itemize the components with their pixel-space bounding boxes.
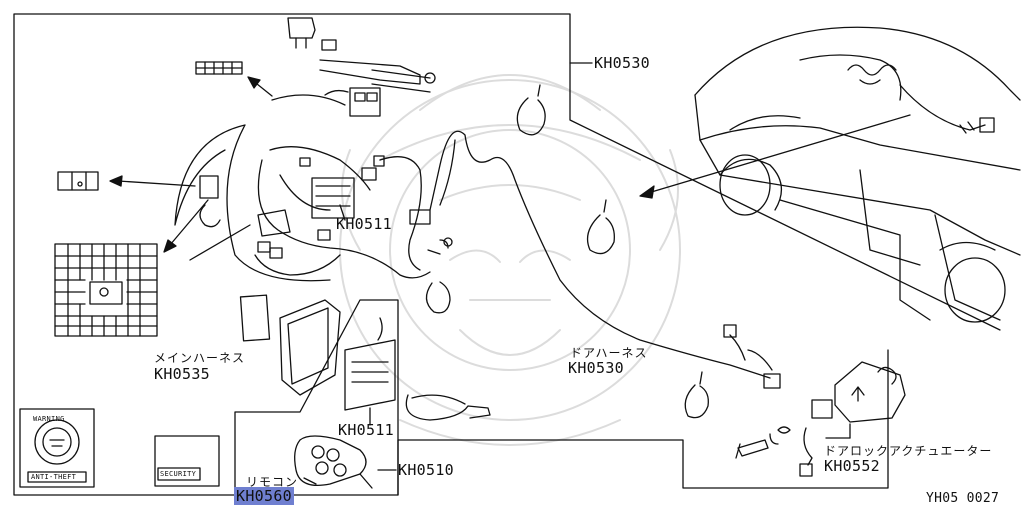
- relay-parts: [200, 176, 290, 236]
- control-unit-kh0511: [345, 318, 395, 410]
- door-harness-connectors: [724, 325, 780, 388]
- warning-sticker: [20, 409, 94, 487]
- label-kh0552[interactable]: KH0552: [824, 457, 880, 475]
- control-unit-kh0535: [240, 295, 340, 395]
- car-outline: [695, 27, 1020, 322]
- connector-block-mid: [58, 172, 98, 190]
- label-kh0511-upper[interactable]: KH0511: [336, 215, 392, 233]
- label-kh0560-text[interactable]: KH0560: [234, 487, 294, 505]
- label-remote-jp: リモコン: [246, 475, 299, 489]
- warning-sticker-bottom: ANTI-THEFT: [31, 473, 77, 481]
- connector-grid-large: [55, 244, 157, 336]
- label-main-harness-jp: メインハーネス: [154, 351, 246, 365]
- boundary-frame: [14, 14, 1000, 495]
- watermark-emblem: [340, 75, 680, 445]
- label-kh0560[interactable]: KH0560: [234, 487, 294, 505]
- connector-block-top: [196, 62, 242, 74]
- main-harness: [255, 131, 770, 378]
- car-to-diagram-arrow: [648, 115, 910, 193]
- remote-subframe: [235, 300, 398, 495]
- label-kh0530-mid[interactable]: KH0530: [568, 359, 624, 377]
- label-door-harness-jp: ドアハーネス: [570, 346, 648, 360]
- top-parts: [288, 18, 435, 116]
- warning-sticker-title: WARNING: [33, 415, 65, 423]
- label-kh0511-lower[interactable]: KH0511: [338, 421, 394, 439]
- dashboard-outline: [175, 125, 330, 281]
- label-kh0530-top[interactable]: KH0530: [594, 54, 650, 72]
- arrow-head: [640, 186, 654, 198]
- cable-ties: [406, 85, 708, 420]
- label-kh0535[interactable]: KH0535: [154, 365, 210, 383]
- label-kh0510[interactable]: KH0510: [398, 461, 454, 479]
- diagram-code: YH05 0027: [926, 491, 1000, 506]
- label-door-lock-actuator-jp: ドアロックアクチュエーター: [824, 444, 993, 458]
- remote-key-fob: [295, 436, 372, 488]
- security-sticker: [155, 436, 219, 486]
- security-sticker-text: SECURITY: [160, 470, 197, 478]
- door-lock-actuator: [736, 362, 905, 476]
